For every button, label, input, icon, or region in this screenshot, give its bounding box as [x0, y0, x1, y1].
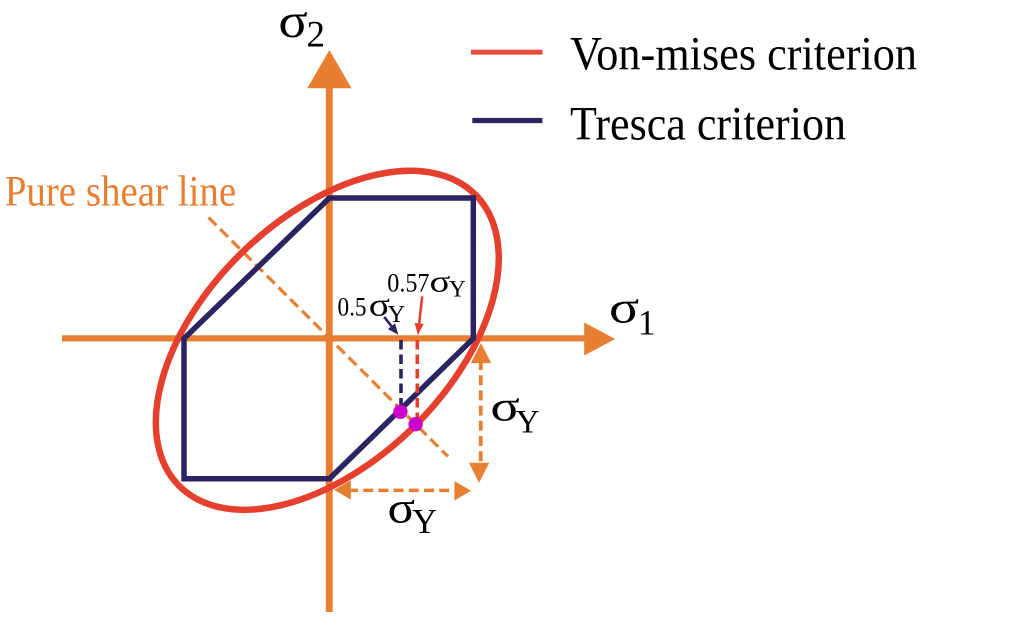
- svg-text:Y: Y: [388, 301, 406, 328]
- svg-text:σ: σ: [388, 484, 416, 533]
- svg-text:0.5: 0.5: [338, 291, 367, 321]
- svg-text:σ: σ: [490, 382, 519, 431]
- svg-text:σ: σ: [278, 0, 308, 49]
- svg-text:Y: Y: [516, 405, 540, 441]
- svg-text:Von-mises criterion: Von-mises criterion: [570, 28, 917, 81]
- svg-text:σ: σ: [369, 287, 390, 323]
- svg-text:Y: Y: [412, 503, 437, 541]
- svg-text:σ: σ: [430, 264, 451, 298]
- svg-text:1: 1: [638, 303, 656, 343]
- svg-text:Tresca criterion: Tresca criterion: [570, 97, 846, 150]
- svg-text:0.57: 0.57: [387, 267, 429, 297]
- svg-text:Pure shear line: Pure shear line: [5, 168, 237, 215]
- svg-text:2: 2: [307, 15, 326, 56]
- svg-text:σ: σ: [609, 282, 639, 333]
- svg-text:Y: Y: [449, 276, 466, 302]
